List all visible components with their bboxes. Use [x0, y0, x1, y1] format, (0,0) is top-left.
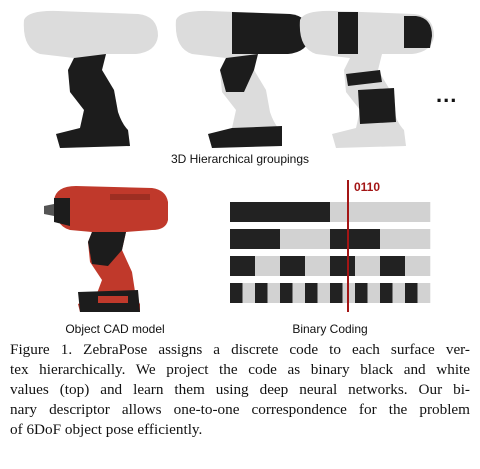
caption-line: of 6DoF object pose efficiently. [10, 421, 203, 438]
binary-bit-black [230, 283, 243, 303]
binary-bit-black [330, 229, 381, 249]
binary-bit-black [280, 256, 306, 276]
binary-bit-gray [267, 283, 281, 303]
caption-line: values (top) and learn them using deep n… [10, 381, 470, 398]
drill-silhouette-level-2 [175, 10, 310, 149]
binary-bit-gray [392, 283, 406, 303]
binary-bit-gray [380, 229, 431, 249]
drill-bit-holder [44, 204, 54, 216]
binary-code-row [230, 256, 431, 276]
binary-bit-black [305, 283, 318, 303]
binary-bit-black [230, 256, 256, 276]
binary-bit-black [380, 256, 406, 276]
binary-bit-gray [405, 256, 431, 276]
binary-code-row [230, 283, 431, 303]
cad-label: Object CAD model [65, 322, 165, 336]
binary-bit-gray [280, 229, 331, 249]
drill-silhouette-level-3 [299, 10, 434, 149]
binary-bit-black [355, 283, 368, 303]
hierarchical-groupings-figure [23, 10, 434, 149]
drill-grip [88, 232, 126, 266]
binary-bit-gray [242, 283, 256, 303]
binary-bit-black [330, 256, 356, 276]
binary-bit-black [255, 283, 268, 303]
binary-bit-gray [292, 283, 306, 303]
binary-bit-gray [330, 202, 431, 222]
binary-bit-black [280, 283, 293, 303]
binary-coding-figure [230, 180, 431, 312]
binary-bit-black [330, 283, 343, 303]
drill-silhouette-level-1 [23, 10, 158, 149]
binary-bit-gray [355, 256, 381, 276]
figure-caption: Figure 1. ZebraPose assigns a discrete c… [10, 340, 470, 440]
caption-line: Figure 1. ZebraPose assigns a discrete c… [10, 341, 470, 358]
code-value-label: 0110 [354, 180, 381, 194]
binary-bit-gray [367, 283, 381, 303]
binary-bit-black [230, 229, 281, 249]
binary-bit-black [405, 283, 418, 303]
drill-top-stripe [110, 194, 150, 200]
drill-chuck [54, 198, 70, 226]
binary-bit-gray [317, 283, 331, 303]
drill-battery-label [98, 296, 128, 303]
binary-bit-gray [305, 256, 331, 276]
groupings-label: 3D Hierarchical groupings [170, 152, 310, 166]
binary-bit-gray [417, 283, 431, 303]
caption-line: tex hierarchically. We project the code … [10, 361, 470, 378]
binary-bit-black [380, 283, 393, 303]
caption-line: nary descriptor allows one-to-one corres… [10, 401, 470, 418]
ellipsis: ... [436, 82, 458, 107]
cad-drill-image [44, 186, 168, 312]
binary-bit-gray [255, 256, 281, 276]
coding-label: Binary Coding [292, 322, 368, 336]
binary-code-row [230, 202, 431, 222]
binary-bit-black [230, 202, 331, 222]
binary-code-row [230, 229, 431, 249]
